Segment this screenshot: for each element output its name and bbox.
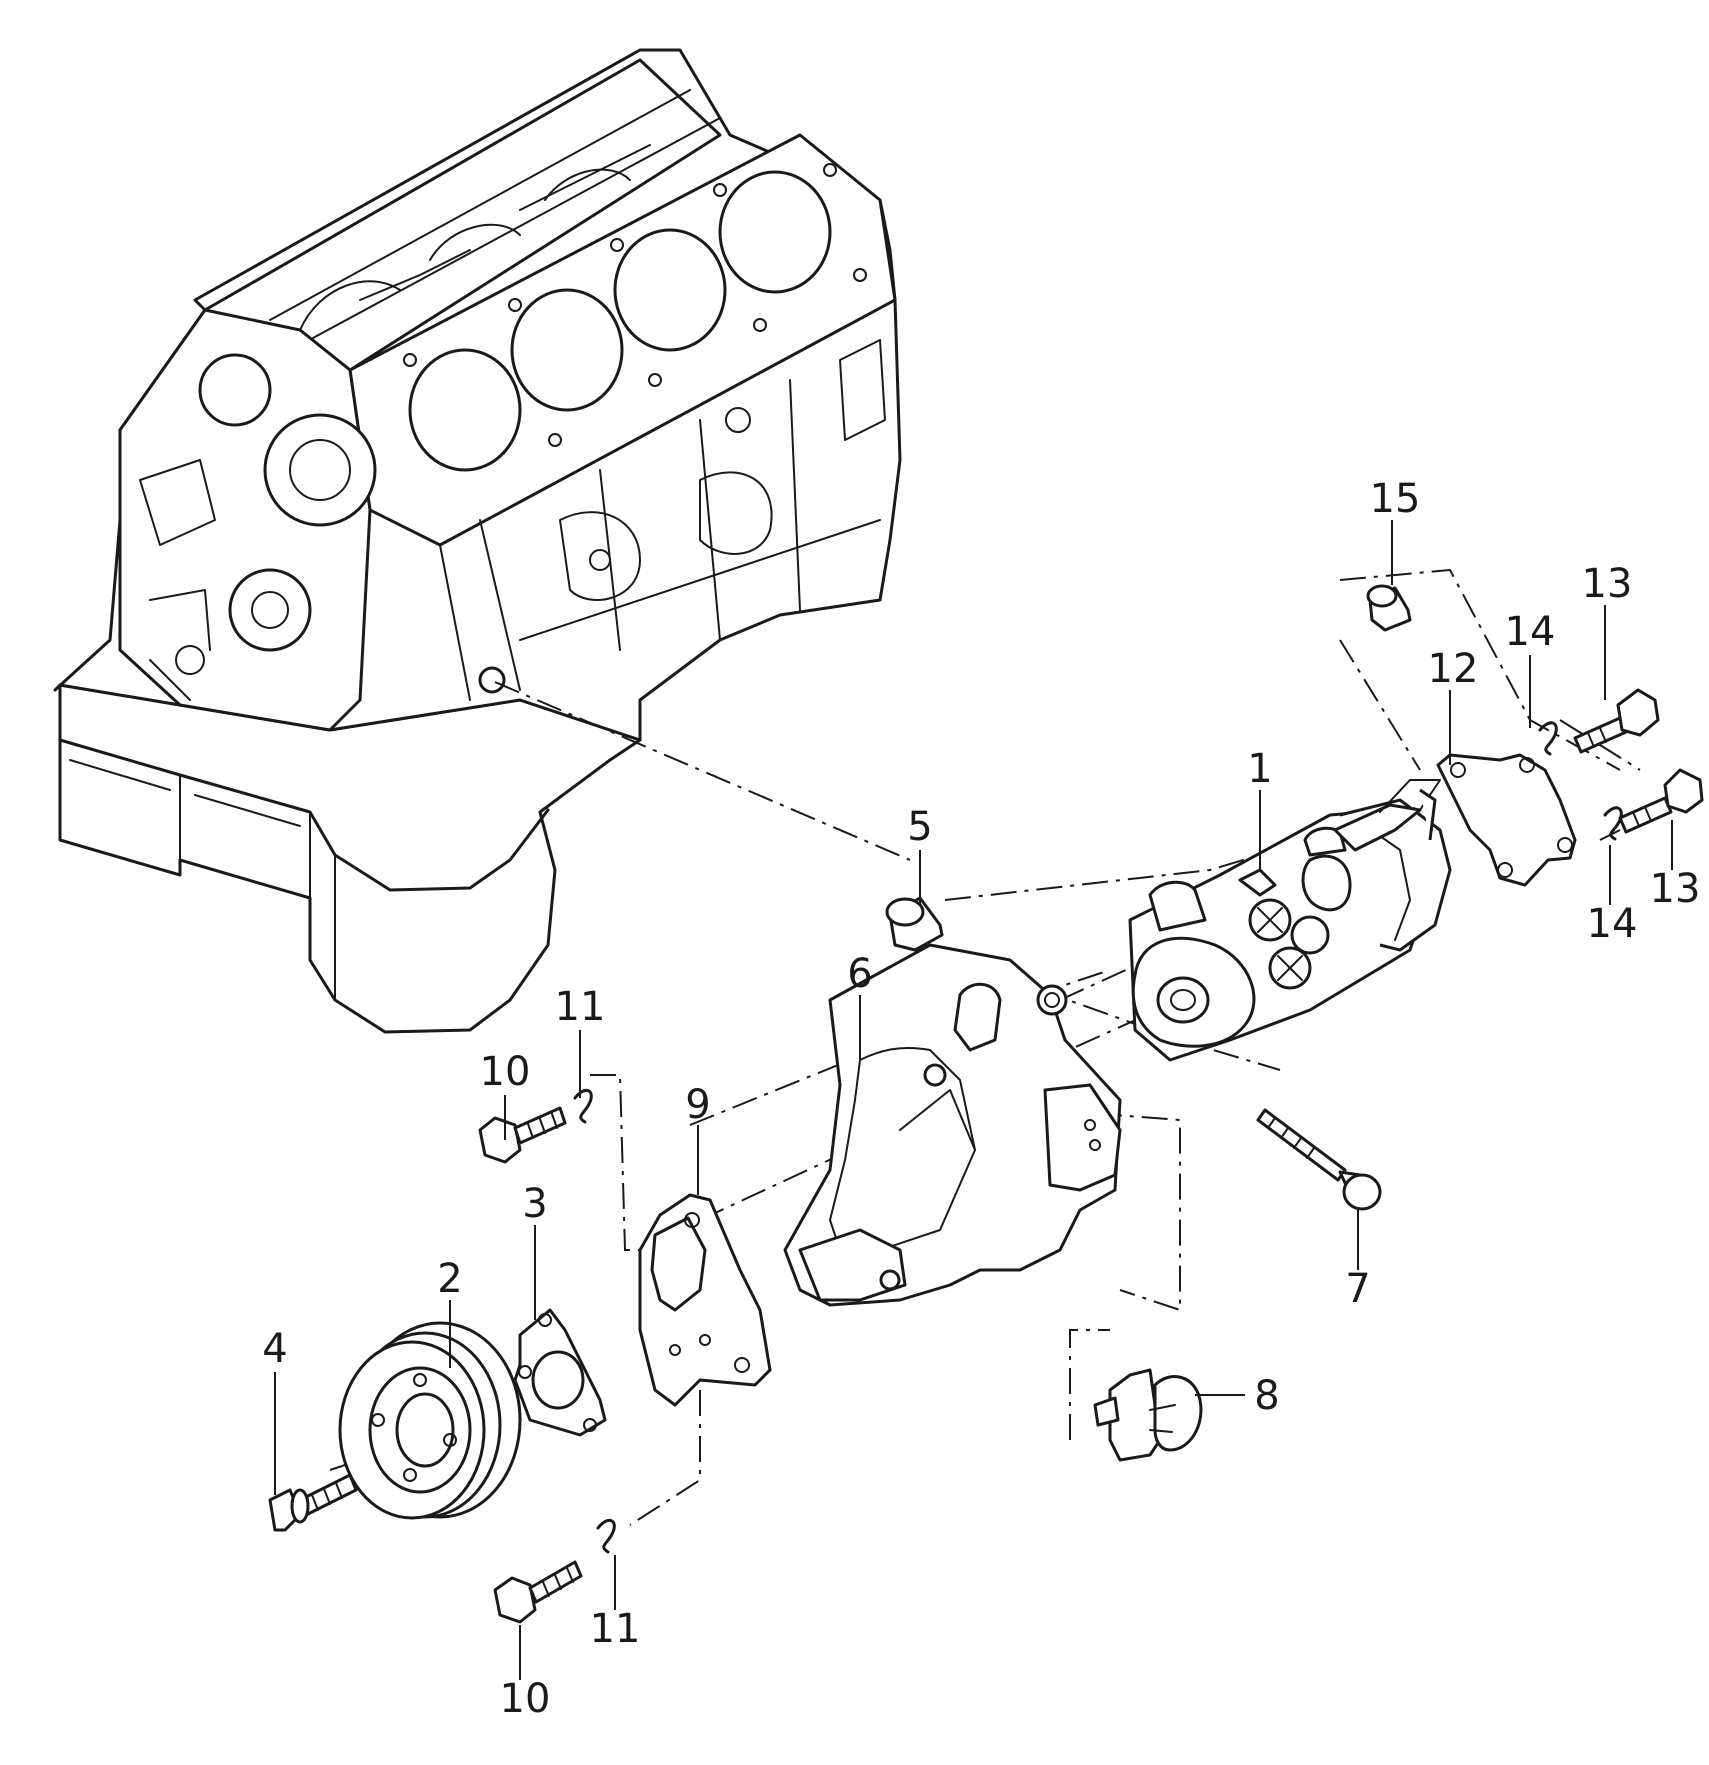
callout-10-upper: 10 — [480, 1049, 531, 1095]
callout-12: 12 — [1428, 646, 1479, 692]
support-plate — [638, 1193, 772, 1407]
sleeve-bushing — [885, 896, 944, 952]
callout-8: 8 — [1254, 1373, 1279, 1419]
lock-washer-right-lower — [1603, 806, 1623, 841]
rubber-mount — [1093, 1368, 1203, 1462]
lock-washer-right-upper — [1538, 721, 1558, 756]
callout-3: 3 — [522, 1181, 547, 1227]
callout-10-lower: 10 — [500, 1676, 551, 1722]
mounting-plate — [1436, 753, 1577, 887]
leader-lines — [274, 520, 1673, 1680]
bolt-right-lower — [1618, 768, 1704, 834]
callout-9: 9 — [685, 1082, 710, 1128]
callout-7: 7 — [1345, 1266, 1370, 1312]
power-steering-pump — [1128, 779, 1452, 1062]
hub-flange — [513, 1308, 607, 1437]
callout-6: 6 — [847, 951, 872, 997]
callout-11-upper: 11 — [555, 984, 606, 1030]
callout-1: 1 — [1247, 746, 1272, 792]
long-bolt — [1256, 1108, 1382, 1211]
callout-13-lower: 13 — [1650, 866, 1701, 912]
bolt-lower — [493, 1560, 583, 1624]
bolt-right-upper — [1573, 688, 1660, 754]
callout-2: 2 — [437, 1256, 462, 1302]
bolt-upper — [478, 1106, 567, 1164]
dowel-sleeve — [1366, 584, 1412, 632]
callout-11-lower: 11 — [590, 1606, 641, 1652]
callout-13-upper: 13 — [1582, 561, 1633, 607]
callout-labels: 1 2 3 4 5 6 7 8 9 10 11 10 11 12 13 13 1… — [262, 476, 1700, 1722]
pulley — [338, 1321, 522, 1520]
engine-block — [53, 48, 902, 1034]
lock-washer-upper — [573, 1088, 593, 1124]
callout-4: 4 — [262, 1326, 287, 1372]
mounting-bracket — [783, 943, 1122, 1307]
callout-14-upper: 14 — [1505, 609, 1556, 655]
callout-5: 5 — [907, 804, 932, 850]
callout-15: 15 — [1370, 476, 1421, 522]
pulley-bolt — [268, 1473, 358, 1532]
lock-washer-lower — [596, 1518, 616, 1554]
callout-14-lower: 14 — [1587, 901, 1638, 947]
